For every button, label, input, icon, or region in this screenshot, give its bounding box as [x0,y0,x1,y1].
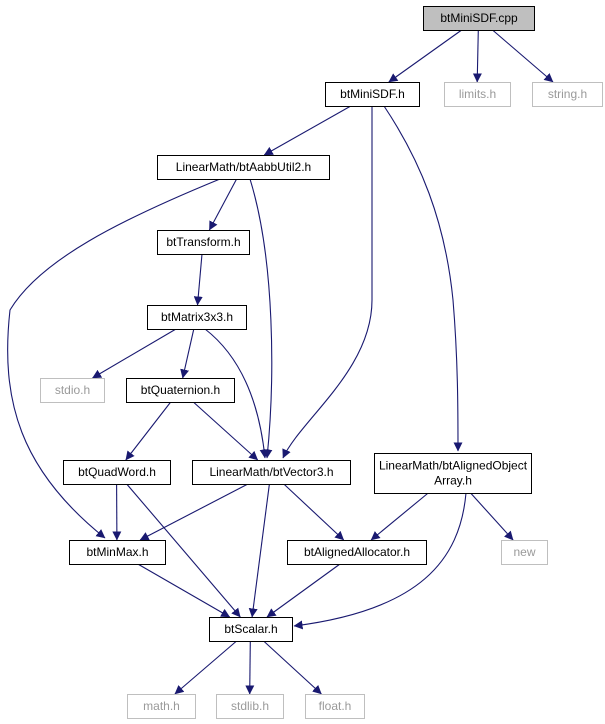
node-stdlib-h-box [216,694,284,719]
edge-btscalar-h-to-float-h [263,640,322,695]
node-btminisdf-cpp[interactable]: btMiniSDF.cpp [423,6,535,31]
node-float-h: float.h [305,694,365,719]
node-btquadword-h-label: btQuadWord.h [78,465,156,479]
node-btmatrix3x3-h-label: btMatrix3x3.h [161,310,233,324]
node-btalignedobjectarray-h-box [374,453,532,494]
edge-btaabbutil2-h-to-bttransform-h [208,178,238,231]
edges-layer [7,29,554,695]
edge-btminisdf-cpp-to-limits-h [472,29,482,83]
node-btminmax-h-label: btMinMax.h [86,545,148,559]
edge-bttransform-h-to-btmatrix3x3-h [193,253,203,306]
node-new-label: new [513,545,535,559]
node-btalignedobjectarray-h-label: LinearMath/btAlignedObject [379,459,528,473]
edge-btvector3-h-to-btscalar-h [248,483,270,618]
node-btminmax-h-box [69,540,166,565]
edge-btalignedobjectarray-h-to-btscalar-h [293,492,467,630]
node-btscalar-h-box [209,617,293,642]
node-float-h-box [305,694,365,719]
edge-btminisdf-h-to-btvector3-h [282,106,373,459]
node-btaabbutil2-h-label: LinearMath/btAabbUtil2.h [176,160,311,174]
node-math-h: math.h [127,694,196,719]
node-btminisdf-h[interactable]: btMiniSDF.h [325,82,420,107]
edge-btminisdf-h-to-btalignedobjectarray-h [383,105,463,452]
edge-btaabbutil2-h-to-btvector3-h [249,178,273,459]
node-btquaternion-h[interactable]: btQuaternion.h [126,378,235,403]
edge-btalignedobjectarray-h-to-btalignedallocator-h [370,492,429,541]
node-btmatrix3x3-h[interactable]: btMatrix3x3.h [147,305,247,330]
edge-btminmax-h-to-btscalar-h [137,563,231,618]
node-stdio-h: stdio.h [40,378,105,403]
node-btaabbutil2-h-box [157,155,330,180]
edge-btmatrix3x3-h-to-stdio-h [92,328,177,379]
edge-btaabbutil2-h-to-btminmax-h [7,178,221,539]
node-btquaternion-h-label: btQuaternion.h [141,383,220,397]
node-stdlib-h: stdlib.h [216,694,284,719]
edge-btalignedobjectarray-h-to-new [470,492,514,541]
node-btquadword-h-box [63,460,171,485]
node-limits-h-box [444,82,511,107]
node-float-h-label: float.h [319,699,352,713]
node-btquadword-h[interactable]: btQuadWord.h [63,460,171,485]
edge-btvector3-h-to-btminmax-h [139,483,249,541]
node-btscalar-h-label: btScalar.h [224,622,277,636]
node-btmatrix3x3-h-box [147,305,247,330]
edge-btquaternion-h-to-btquadword-h [125,401,172,461]
node-btquaternion-h-box [126,378,235,403]
node-limits-h-label: limits.h [459,87,496,101]
node-bttransform-h-box [157,230,250,255]
node-bttransform-h-label: btTransform.h [166,235,240,249]
node-btminisdf-cpp-label: btMiniSDF.cpp [440,11,518,25]
edge-btvector3-h-to-btalignedallocator-h [283,483,345,541]
node-string-h-label: string.h [548,87,587,101]
edge-btminisdf-h-to-btaabbutil2-h [263,105,352,156]
node-btalignedallocator-h-box [287,540,427,565]
node-btalignedobjectarray-h-label: Array.h [434,474,472,488]
node-math-h-box [127,694,196,719]
edge-btquaternion-h-to-btvector3-h [192,401,259,461]
edge-btscalar-h-to-math-h [174,640,237,695]
edge-btminisdf-cpp-to-string-h [492,29,554,83]
node-btminisdf-cpp-box [423,6,535,31]
node-bttransform-h[interactable]: btTransform.h [157,230,250,255]
node-stdio-h-label: stdio.h [55,383,90,397]
edge-btmatrix3x3-h-to-btquaternion-h [180,328,195,379]
node-new-box [501,540,548,565]
node-btscalar-h[interactable]: btScalar.h [209,617,293,642]
node-btaabbutil2-h[interactable]: LinearMath/btAabbUtil2.h [157,155,330,180]
node-btvector3-h-box [192,460,351,485]
node-limits-h: limits.h [444,82,511,107]
edge-btalignedallocator-h-to-btscalar-h [266,563,341,618]
node-btalignedallocator-h-label: btAlignedAllocator.h [304,545,410,559]
edge-btmatrix3x3-h-to-btvector3-h [204,328,269,459]
nodes-layer: btMiniSDF.cpp btMiniSDF.h limits.h string.h… [40,6,603,719]
node-btminmax-h[interactable]: btMinMax.h [69,540,166,565]
edge-btminisdf-cpp-to-btminisdf-h [388,29,463,83]
edge-btscalar-h-to-stdlib-h [245,640,255,695]
node-btvector3-h[interactable]: LinearMath/btVector3.h [192,460,351,485]
node-btminisdf-h-label: btMiniSDF.h [340,87,405,101]
node-stdlib-h-label: stdlib.h [231,699,269,713]
node-btminisdf-h-box [325,82,420,107]
node-btvector3-h-label: LinearMath/btVector3.h [209,465,333,479]
node-math-h-label: math.h [143,699,180,713]
node-btalignedallocator-h[interactable]: btAlignedAllocator.h [287,540,427,565]
edge-btquadword-h-to-btscalar-h [126,483,241,618]
node-string-h-box [532,82,603,107]
node-new: new [501,540,548,565]
node-stdio-h-box [40,378,105,403]
node-string-h: string.h [532,82,603,107]
